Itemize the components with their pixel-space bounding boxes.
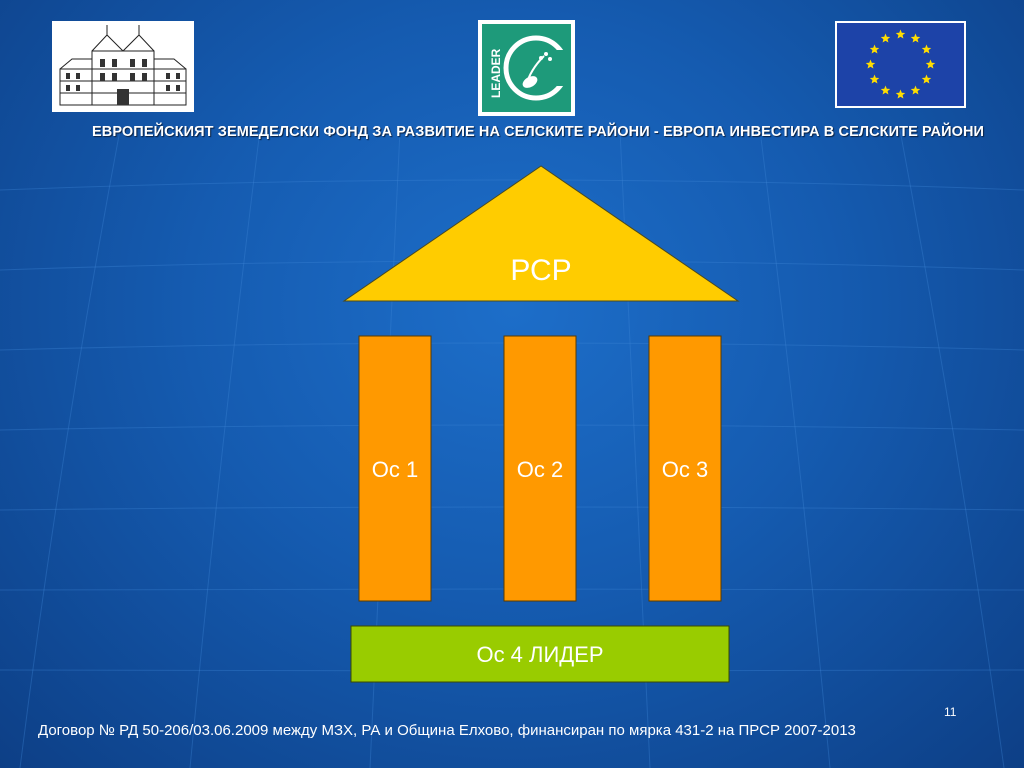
eu-star-icon	[895, 89, 906, 99]
eu-flag-icon	[837, 23, 964, 106]
eu-star-icon	[921, 74, 932, 84]
base-os4	[350, 625, 730, 683]
pillar-label-os2: Ос 2	[516, 457, 564, 482]
pillar-label-os1: Ос 1	[371, 457, 419, 482]
pillar-label-os3: Ос 3	[661, 457, 709, 482]
leader-logo: LEADER	[478, 20, 575, 116]
eu-star-icon	[865, 59, 876, 69]
slide-number: 11	[944, 705, 957, 719]
base-label: Ос 4 ЛИДЕР	[476, 642, 604, 667]
pillar-os2	[503, 335, 577, 602]
eu-star-icon	[921, 44, 932, 54]
eu-star-icon	[880, 33, 891, 43]
eu-star-icon	[869, 44, 880, 54]
eu-star-icon	[910, 33, 921, 43]
eu-star-icon	[869, 74, 880, 84]
eu-flag	[835, 21, 966, 108]
page-title: ЕВРОПЕЙСКИЯТ ЗЕМЕДЕЛСКИ ФОНД ЗА РАЗВИТИЕ…	[92, 124, 985, 140]
building-icon	[59, 25, 187, 106]
eu-star-icon	[925, 59, 936, 69]
leader-icon: LEADER	[482, 24, 571, 112]
roof-label: РСР	[510, 254, 572, 287]
roof-triangle	[342, 165, 740, 302]
eu-star-icon	[895, 29, 906, 39]
pillar-os1	[358, 335, 432, 602]
building-logo	[52, 21, 194, 112]
eu-star-icon	[910, 85, 921, 95]
leader-text: LEADER	[489, 48, 503, 98]
pillar-os3	[648, 335, 722, 602]
footer-text: Договор № РД 50-206/03.06.2009 между МЗХ…	[38, 722, 856, 739]
eu-star-icon	[880, 85, 891, 95]
